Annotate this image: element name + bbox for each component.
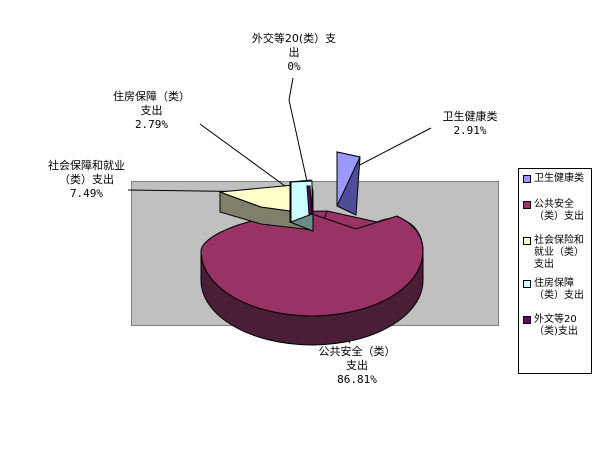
legend-swatch-icon	[523, 316, 531, 324]
slice-gonggonganquan-top-face	[200, 213, 424, 317]
data-label-zhufang-value: 2.79%	[134, 118, 169, 131]
data-label-weisheng: 卫生健康类 2.91%	[420, 110, 520, 138]
legend-swatch-icon	[523, 175, 531, 183]
data-label-zhufang-line1: 住房保障（类）	[113, 90, 190, 103]
data-label-waijiao-value: 0%	[287, 60, 301, 73]
legend-swatch-icon	[523, 280, 531, 288]
data-label-waijiao-line1: 外交等20(类）支	[251, 32, 337, 45]
slice-waijiao[interactable]	[306, 185, 313, 215]
data-label-shebao: 社会保障和就业 （类）支出 7.49%	[24, 159, 149, 201]
data-label-gonggonganquan: 公共安全（类） 支出 86.81%	[282, 345, 432, 387]
leader-line-waijiao	[288, 77, 309, 187]
legend-item-waijiao[interactable]: 外文等20（类)支出	[523, 314, 588, 338]
data-label-zhufang: 住房保障（类） 支出 2.79%	[84, 90, 219, 132]
data-label-shebao-line2: （类）支出	[59, 173, 114, 186]
legend-swatch-icon	[523, 237, 531, 245]
slice-weisheng-top	[336, 151, 361, 207]
legend-swatch-icon	[523, 201, 531, 209]
slice-waijiao-sliver	[306, 185, 313, 215]
slice-gonggonganquan[interactable]	[200, 210, 424, 346]
leader-line-zhufang	[199, 123, 301, 198]
legend-item-weisheng[interactable]: 卫生健康类	[523, 173, 588, 185]
data-label-weisheng-line1: 卫生健康类	[442, 110, 498, 123]
data-label-gonggonganquan-line2: 支出	[346, 359, 368, 372]
chart-legend: 卫生健康类 公共安全（类）支出 社会保险和就业（类）支出 住房保障（类）支出 外…	[518, 168, 592, 374]
legend-item-shebao[interactable]: 社会保险和就业（类）支出	[523, 235, 588, 271]
data-label-waijiao: 外交等20(类）支 出 0%	[220, 32, 368, 74]
legend-label: 卫生健康类	[534, 173, 584, 184]
data-label-gonggonganquan-value: 86.81%	[337, 373, 377, 386]
legend-label: 住房保障（类）支出	[534, 278, 584, 301]
data-label-zhufang-line2: 支出	[140, 104, 163, 117]
legend-item-gonggonganquan[interactable]: 公共安全（类）支出	[523, 199, 588, 223]
data-label-gonggonganquan-line1: 公共安全（类）	[318, 345, 396, 358]
legend-label: 外文等20（类)支出	[534, 314, 578, 337]
data-label-waijiao-line2: 出	[288, 46, 300, 59]
leader-line-weisheng	[349, 127, 432, 171]
data-label-shebao-value: 7.49%	[69, 187, 104, 200]
legend-label: 社会保险和就业（类）支出	[534, 235, 584, 270]
legend-label: 公共安全（类）支出	[534, 199, 584, 222]
data-label-weisheng-value: 2.91%	[453, 124, 487, 137]
legend-item-zhufang[interactable]: 住房保障（类）支出	[523, 278, 588, 302]
slice-weisheng[interactable]	[336, 151, 361, 216]
data-label-shebao-line1: 社会保障和就业	[48, 159, 125, 172]
